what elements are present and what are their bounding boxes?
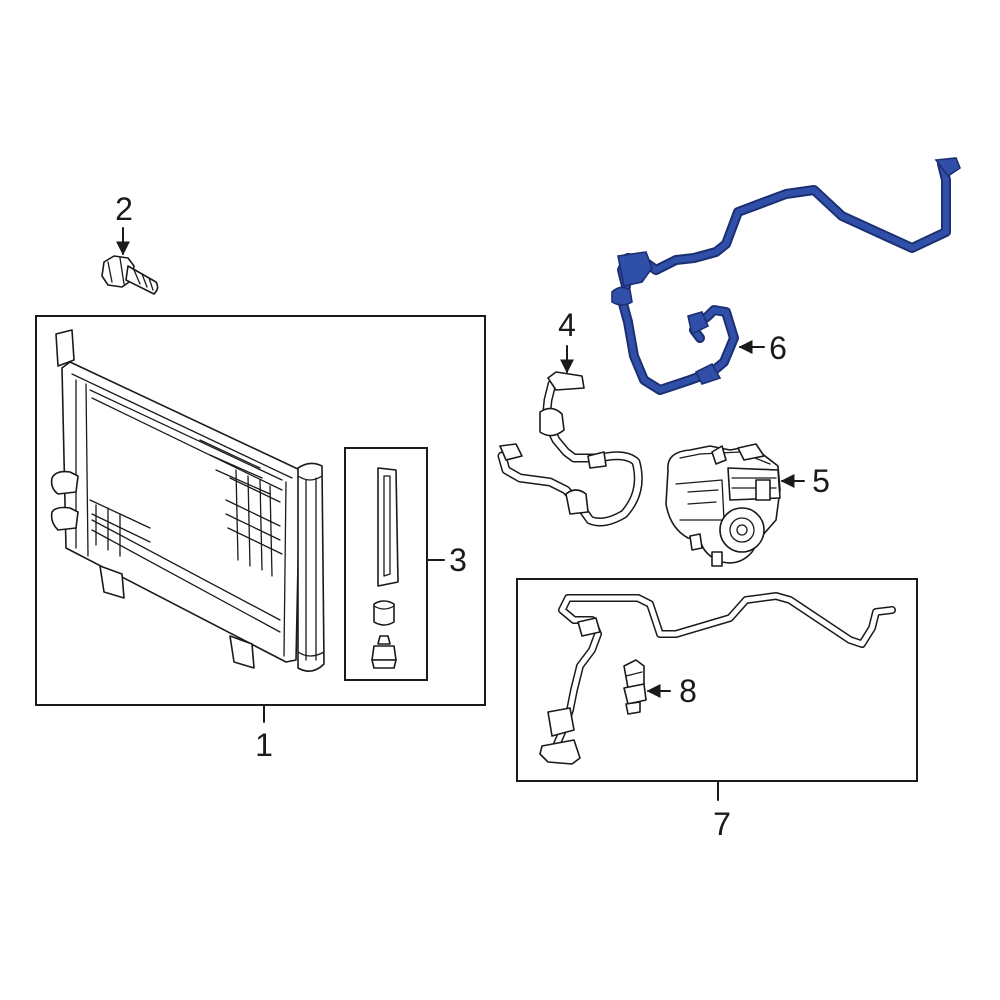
callout-4-label: 4 (558, 307, 576, 343)
discharge-hose-part[interactable] (611, 157, 961, 395)
callout-8-label: 8 (679, 673, 697, 709)
compressor-part[interactable] (665, 443, 781, 567)
callout-7-label: 7 (713, 806, 731, 842)
condenser-part[interactable] (50, 329, 325, 672)
callout-8: 8 (646, 673, 697, 709)
receiver-kit-box (344, 447, 428, 681)
callout-2: 2 (115, 191, 133, 256)
callout-7: 7 (713, 780, 731, 842)
callout-6: 6 (738, 330, 787, 366)
desiccant-part[interactable] (377, 467, 399, 587)
callout-1: 1 (255, 704, 273, 763)
suction-hose-part[interactable] (497, 371, 643, 527)
callout-3: 3 (426, 542, 467, 578)
condenser-group-box (35, 315, 486, 706)
hose-end-fitting (934, 157, 961, 178)
plug-part[interactable] (371, 635, 397, 669)
callout-1-label: 1 (255, 727, 273, 763)
hose-end-clip (687, 311, 710, 336)
callout-3-label: 3 (449, 542, 467, 578)
pressure-switch-part[interactable] (623, 659, 647, 715)
callout-2-label: 2 (115, 191, 133, 227)
callout-6-label: 6 (769, 330, 787, 366)
hose-fitting-upper (617, 251, 653, 287)
callout-4: 4 (558, 307, 576, 374)
hose-fitting-lower (694, 362, 722, 385)
liquid-line-part[interactable] (539, 592, 896, 765)
bolt-part[interactable] (101, 255, 159, 295)
hose-fitting-collar (611, 286, 633, 306)
cap-part[interactable] (373, 600, 395, 626)
callout-5-label: 5 (812, 463, 830, 499)
callout-5: 5 (780, 463, 830, 499)
